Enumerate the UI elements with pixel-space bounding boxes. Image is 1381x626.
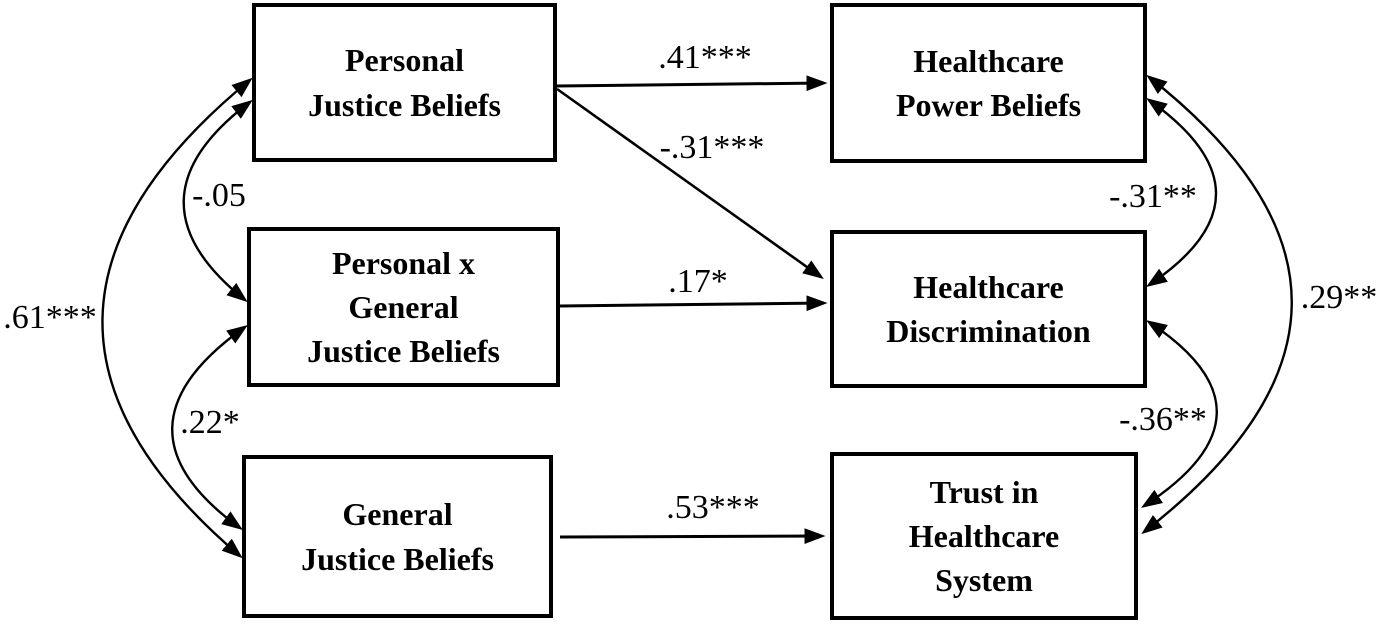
curve-discrimination-trust	[1141, 320, 1218, 508]
coefficient-general-to-trust: .53***	[666, 489, 760, 526]
box-personal-justice-beliefs-label: Personal Justice Beliefs	[308, 42, 501, 123]
coefficient-personal-to-discrimination: -.31***	[659, 129, 765, 166]
box-general-justice-beliefs-label: General Justice Beliefs	[301, 496, 494, 577]
correlation-personal-interaction: -.05	[192, 177, 246, 214]
box-healthcare-discrimination: Healthcare Discrimination	[830, 230, 1147, 388]
box-personal-x-general-justice-beliefs-label: Personal x General Justice Beliefs	[307, 244, 500, 370]
box-trust-in-healthcare-system: Trust in Healthcare System	[830, 452, 1138, 620]
curve-interaction-general	[171, 324, 248, 531]
arrow-interaction-to-discrimination	[559, 295, 828, 312]
curve-personal-general	[101, 77, 253, 559]
correlation-power-discrimination: -.31**	[1109, 178, 1197, 215]
coefficient-interaction-to-discrimination: .17*	[668, 263, 728, 300]
curve-power-trust	[1141, 74, 1293, 535]
box-healthcare-discrimination-label: Healthcare Discrimination	[886, 268, 1091, 349]
correlation-power-trust: .29**	[1300, 279, 1378, 316]
correlation-personal-general: .61***	[3, 299, 97, 336]
correlation-interaction-general: .22*	[180, 404, 240, 441]
arrow-general-to-trust	[559, 528, 826, 544]
box-healthcare-power-beliefs-label: Healthcare Power Beliefs	[895, 42, 1082, 123]
box-general-justice-beliefs: General Justice Beliefs	[242, 455, 553, 618]
box-healthcare-power-beliefs: Healthcare Power Beliefs	[830, 3, 1147, 163]
curve-power-discrimination	[1146, 97, 1217, 287]
arrow-personal-to-power	[556, 75, 828, 92]
box-personal-x-general-justice-beliefs: Personal x General Justice Beliefs	[247, 227, 560, 387]
curve-personal-interaction	[182, 99, 253, 303]
coefficient-personal-to-power: .41***	[658, 39, 752, 76]
correlation-discrimination-trust: -.36**	[1119, 401, 1207, 438]
box-trust-in-healthcare-system-label: Trust in Healthcare System	[908, 473, 1060, 599]
box-personal-justice-beliefs: Personal Justice Beliefs	[252, 3, 557, 162]
arrow-personal-to-discrimination	[556, 87, 824, 280]
